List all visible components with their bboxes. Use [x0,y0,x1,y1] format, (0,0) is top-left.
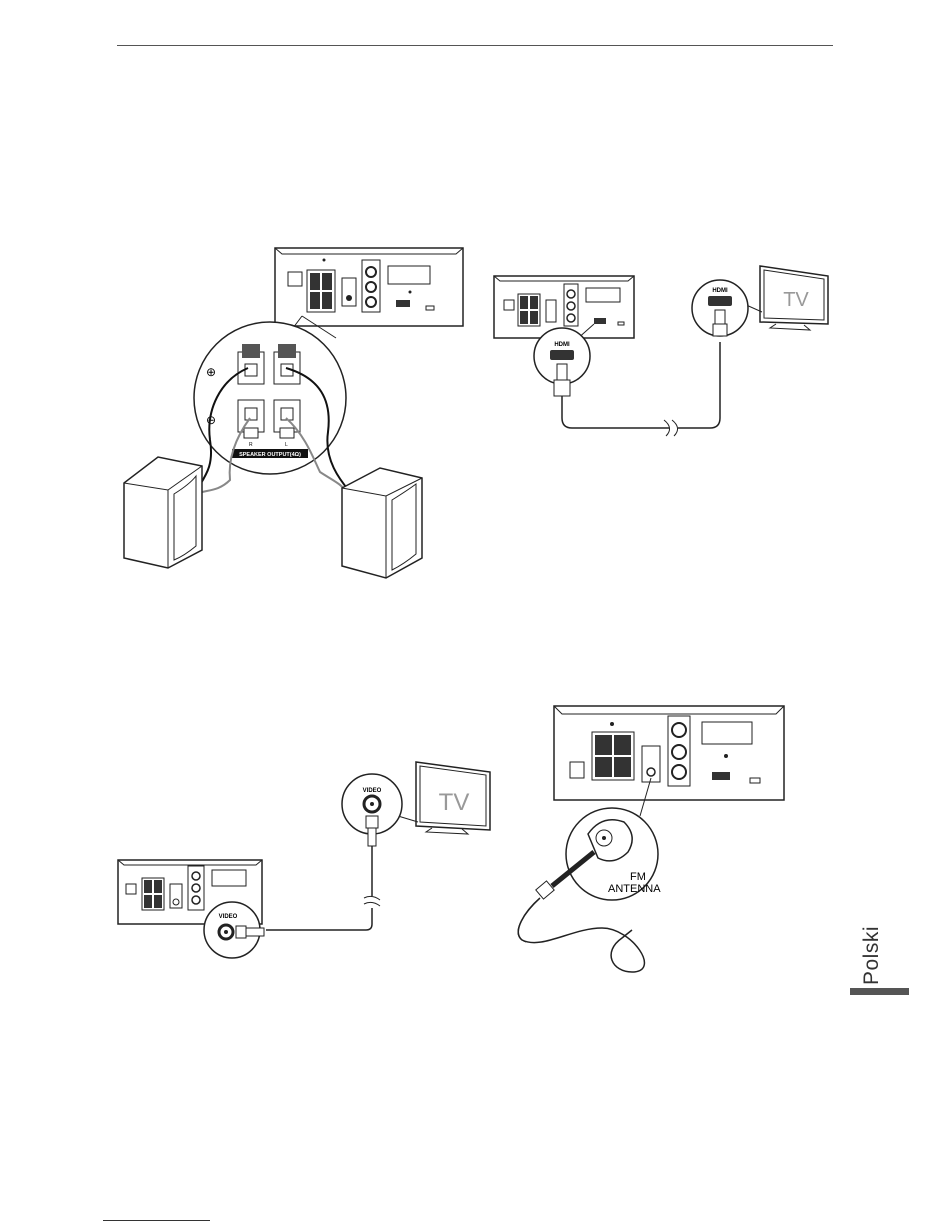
left-speaker [124,457,202,568]
speaker-output-label: SPEAKER OUTPUT(4Ω) [239,452,301,458]
tv-label: TV [783,289,809,311]
tv-label: TV [439,789,470,816]
hdmi-connection-figure: HDMI TV HDMI [494,262,844,442]
fm-antenna-label-line2: ANTENNA [608,883,661,895]
footer-rule [103,1220,210,1221]
unit-rear-panel [554,706,784,800]
fm-antenna-figure: FM ANTENNA [512,702,792,982]
tv-video-zoom: VIDEO [342,774,402,846]
language-tab-bar [850,988,909,995]
channel-r-label: R [249,442,253,448]
language-tab-label: Polski [860,915,890,985]
header-rule [117,45,833,46]
tv: TV [760,266,828,330]
right-speaker [342,468,422,578]
unit-video-port-label: VIDEO [219,914,238,920]
video-connection-figure: TV VIDEO [116,760,496,960]
unit-rear-panel [275,248,463,326]
fm-antenna-zoom: FM ANTENNA [566,808,661,900]
tv-hdmi-zoom: HDMI [692,280,748,336]
tv-hdmi-port-label: HDMI [712,288,728,294]
fm-antenna-label-line1: FM [630,871,646,883]
unit-hdmi-zoom: HDMI [534,328,590,396]
tv: TV [416,762,490,834]
plus-symbol: ⊕ [206,365,216,379]
speaker-connection-figure: ⊕ ⊖ R L SPEAKER OUTPUT(4Ω) [110,240,470,580]
unit-hdmi-port-label: HDMI [554,342,570,348]
tv-video-port-label: VIDEO [363,788,382,794]
channel-l-label: L [285,442,288,448]
